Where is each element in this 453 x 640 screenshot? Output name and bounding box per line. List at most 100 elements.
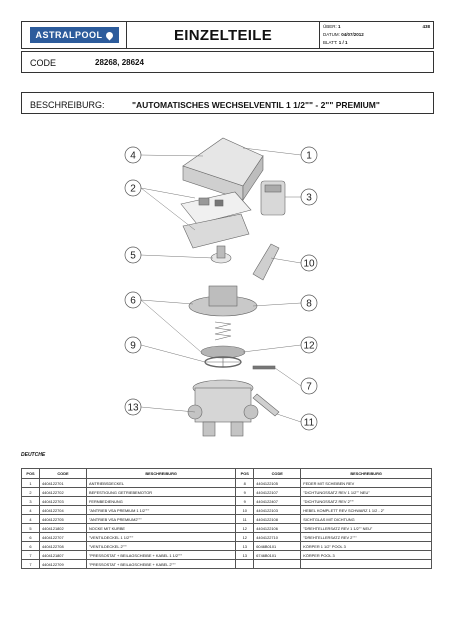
row-description: "VENTILDECKEL 1 1/2""" [85,532,237,542]
row-pos: 4 [21,514,40,524]
description-box: BESCHREIBURG: "AUTOMATISCHES WECHSELVENT… [21,92,434,114]
datum-value: 04/07/2012 [341,32,364,37]
col-description: BESCHREIBURG [85,468,237,479]
row-code: 4404122702 [39,487,87,497]
row-description: "ANTRIEB VSA PREMIUM2""" [85,514,237,524]
callout-label: 5 [130,251,136,262]
header: ASTRALPOOL EINZELTEILE ÜBER: 1 438 DATUM… [21,21,434,49]
row-code: 4404122708 [39,541,87,551]
row-description-2: KÖRPER 1 1/2" POOL 3 [300,541,432,551]
row-code-2: 4404122710 [253,532,302,542]
row-description-2: "DICHTUNGSSATZ REV 1 1/2"" NEU" [300,487,432,497]
row-pos-2: 12 [235,523,255,533]
row-description: NOCKE MIT KURBE [85,523,237,533]
row-description: FERNBEDIENUNG [85,496,237,506]
row-description: "VENTILDECKEL 2""" [85,541,237,551]
meta-cell: ÜBER: 1 438 DATUM: 04/07/2012 BLATT: 1 /… [320,22,433,48]
datum-row: DATUM: 04/07/2012 [323,32,364,37]
row-description-2: HEBEL KOMPLETT REV SCHWARZ 1 1/2 - 2" [300,505,432,515]
row-code: 4404122703 [39,496,87,506]
row-pos: 1 [21,478,40,488]
row-pos: 6 [21,532,40,542]
row-code: 4404122704 [39,505,87,515]
row-pos-2: 13 [235,550,255,560]
row-description-2: KÖRPER POOL 3 [300,550,432,560]
row-description-2 [300,559,432,569]
row-code: 4404121807 [39,550,87,560]
callout-circle [124,246,142,264]
row-description: "PRESSOSTAT + BEILAGSCHEIBE + KABEL 1 1/… [85,550,237,560]
logo-text: ASTRALPOOL [35,30,103,40]
datum-label: DATUM: [323,32,340,37]
section-label: DEUTCHE [21,452,46,458]
row-pos-2: 9 [235,487,255,497]
callout-circle [124,398,142,416]
callout-label: 11 [304,418,315,429]
callout-circle [300,294,318,312]
row-pos-2 [235,559,255,569]
uber-value: 1 [338,24,341,29]
callout-label: 13 [127,403,139,414]
row-description-2: "DREHTELLERSATZ REV 2""" [300,532,432,542]
callout-label: 4 [130,151,136,162]
row-code: 4404122701 [39,478,87,488]
row-pos-2: 10 [235,505,255,515]
callout-circle [124,291,142,309]
callout-circle [300,413,318,431]
row-code-2: 6746B0101 [253,550,302,560]
row-description: "PRESSOSTAT + BEILAGSCHEIBE + KABEL 2""" [85,559,237,569]
callout-circle [300,377,318,395]
row-pos: 2 [21,487,40,497]
table-header-row: POS CODE BESCHREIBURG POS CODE BESCHREIB… [21,468,432,479]
row-code: 4404122709 [39,559,87,569]
row-description-2: "DREHTELLERSATZ REV 1 1/2"" NEU" [300,523,432,533]
callout-label: 2 [130,184,136,195]
logo-drop-icon [104,30,114,40]
row-description-2: "DICHTUNGSSATZ REV 2""" [300,496,432,506]
page-title: EINZELTEILE [127,22,320,48]
row-code: 4404122705 [39,514,87,524]
code-label: CODE [30,58,57,68]
row-code-2: 4404122105 [253,478,302,488]
uber-row: ÜBER: 1 [323,24,341,29]
logo-cell: ASTRALPOOL [22,22,127,48]
col-description-2: BESCHREIBURG [300,468,432,479]
description-value: "AUTOMATISCHES WECHSELVENTIL 1 1/2"" - 2… [132,100,380,110]
doc-number: 438 [422,24,430,29]
row-pos-2: 11 [235,514,255,524]
description-label: BESCHREIBURG: [30,100,105,110]
code-value: 28268, 28624 [95,58,144,67]
row-code: 4404122707 [39,532,87,542]
row-pos-2: 12 [235,532,255,542]
row-code-2: 4404122108 [253,514,302,524]
row-code-2: 4404122103 [253,505,302,515]
callout-label: 9 [130,341,136,352]
callout-circle [124,179,142,197]
blatt-label: BLATT: [323,40,338,45]
row-pos-2: 13 [235,541,255,551]
row-pos: 6 [21,541,40,551]
row-pos: 3 [21,496,40,506]
astralpool-logo: ASTRALPOOL [29,27,119,43]
row-code: 4404121802 [39,523,87,533]
blatt-row: BLATT: 1 / 1 [323,40,347,45]
uber-label: ÜBER: [323,24,337,29]
row-pos-2: 9 [235,496,255,506]
callout-label: 1 [306,151,312,162]
callout-label: 8 [306,299,312,310]
code-box: CODE 28268, 28624 [21,51,434,73]
callout-circle [300,146,318,164]
row-code-2: 6046B0101 [253,541,302,551]
row-description-2: SICHTGLAS MIT DICHTUNG [300,514,432,524]
callout-circle [300,336,318,354]
row-pos: 7 [21,550,40,560]
